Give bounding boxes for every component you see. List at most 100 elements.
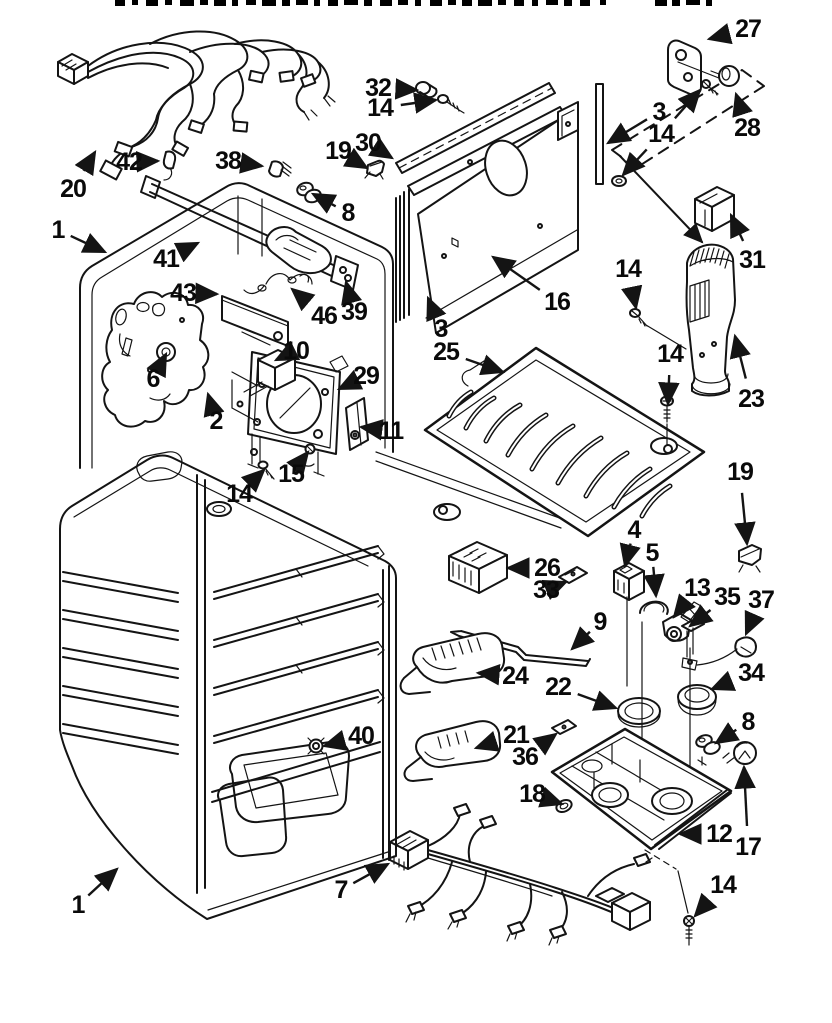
callout-30: 30 bbox=[355, 129, 381, 157]
callout-leader-9 bbox=[570, 626, 596, 651]
callout-12: 12 bbox=[706, 820, 732, 848]
callout-leader-14 bbox=[674, 88, 702, 120]
callout-leader-35 bbox=[688, 604, 714, 628]
callout-leader-6 bbox=[146, 351, 168, 379]
callout-14: 14 bbox=[615, 255, 642, 283]
callout-leader-38 bbox=[239, 152, 265, 174]
callout-leader-1 bbox=[87, 867, 119, 897]
callout-leader-40 bbox=[321, 729, 348, 751]
callout-29: 29 bbox=[353, 362, 379, 390]
callout-16: 16 bbox=[544, 288, 570, 316]
callout-19: 19 bbox=[727, 458, 753, 486]
callout-8: 8 bbox=[742, 708, 756, 736]
cover-23-31-art bbox=[629, 186, 736, 397]
callout-14: 14 bbox=[226, 480, 253, 508]
callout-1: 1 bbox=[72, 891, 86, 919]
callout-2: 2 bbox=[210, 407, 223, 435]
callout-18: 18 bbox=[519, 780, 546, 808]
callout-leader-14 bbox=[621, 148, 648, 177]
callout-1: 1 bbox=[52, 216, 66, 244]
callout-25: 25 bbox=[433, 338, 460, 366]
wiring-harness-top-art bbox=[57, 30, 336, 181]
callout-15: 15 bbox=[278, 460, 305, 488]
callout-leader-31 bbox=[729, 212, 750, 242]
callout-leader-32 bbox=[394, 78, 420, 100]
callout-23: 23 bbox=[738, 385, 764, 413]
callout-leader-19 bbox=[734, 492, 756, 547]
callout-leader-7 bbox=[352, 862, 391, 885]
callout-leader-15 bbox=[286, 450, 310, 476]
callout-leader-39 bbox=[341, 279, 363, 306]
callout-leader-28 bbox=[732, 91, 753, 118]
knob-28 bbox=[718, 65, 740, 87]
cropped-header-text-fragments bbox=[115, 0, 712, 6]
callout-40: 40 bbox=[348, 722, 374, 750]
callout-22: 22 bbox=[545, 673, 571, 701]
mounting-pan-12-art bbox=[550, 727, 733, 946]
liner-lower-art bbox=[59, 451, 397, 920]
callout-32: 32 bbox=[365, 74, 391, 102]
callout-14: 14 bbox=[367, 94, 394, 122]
callout-leader-29 bbox=[336, 369, 364, 391]
callout-8: 8 bbox=[342, 199, 356, 227]
callout-7: 7 bbox=[335, 876, 348, 904]
callout-3: 3 bbox=[653, 98, 666, 126]
callout-leader-20 bbox=[74, 149, 97, 177]
callout-20: 20 bbox=[60, 175, 86, 203]
callout-leader-25 bbox=[465, 354, 506, 376]
callout-leader-36 bbox=[532, 732, 558, 756]
callout-37: 37 bbox=[748, 586, 774, 614]
callout-14: 14 bbox=[657, 340, 684, 368]
callout-26: 26 bbox=[534, 554, 560, 582]
evaporator-panel-art bbox=[395, 83, 604, 334]
callout-46: 46 bbox=[311, 302, 337, 330]
callout-42: 42 bbox=[116, 148, 142, 176]
drain-tray-25-art bbox=[423, 346, 706, 538]
callout-leader-2 bbox=[203, 391, 225, 418]
callout-leader-14 bbox=[621, 284, 643, 311]
callout-leader-14 bbox=[400, 92, 439, 114]
callout-13: 13 bbox=[684, 574, 710, 602]
callout-28: 28 bbox=[734, 114, 761, 142]
callout-leader-13 bbox=[672, 593, 696, 619]
callout-leader-14 bbox=[658, 374, 680, 407]
callout-leader-24 bbox=[475, 663, 501, 686]
callout-17: 17 bbox=[735, 833, 761, 861]
callout-leader-16 bbox=[491, 255, 541, 291]
mounting-plate-27 bbox=[667, 39, 702, 96]
callout-leader-23 bbox=[729, 333, 751, 379]
callout-14: 14 bbox=[648, 120, 675, 148]
callout-leader-4 bbox=[619, 542, 641, 569]
callout-leader-46 bbox=[290, 287, 316, 312]
callout-leader-1 bbox=[70, 233, 108, 254]
callout-leader-8 bbox=[713, 722, 740, 745]
callout-leader-30 bbox=[367, 137, 395, 160]
callout-leader-19 bbox=[342, 147, 370, 170]
wiring-harness-bottom-art bbox=[389, 803, 653, 946]
callout-leader-18 bbox=[538, 786, 565, 808]
callout-leader-8 bbox=[310, 192, 338, 214]
callout-leader-3 bbox=[605, 118, 648, 145]
callout-leader-17 bbox=[734, 764, 756, 827]
callout-41: 41 bbox=[153, 245, 180, 273]
callout-leader-22 bbox=[577, 690, 619, 711]
callout-36: 36 bbox=[512, 743, 538, 771]
callout-31: 31 bbox=[739, 246, 766, 274]
callout-leader-3 bbox=[426, 295, 447, 323]
callout-leader-37 bbox=[744, 609, 765, 637]
callout-5: 5 bbox=[646, 539, 660, 567]
callout-leader-5 bbox=[643, 566, 665, 599]
callout-leader-11 bbox=[358, 419, 384, 441]
callout-24: 24 bbox=[502, 662, 529, 690]
callout-14: 14 bbox=[710, 871, 737, 899]
callout-3: 3 bbox=[435, 315, 448, 343]
callout-39: 39 bbox=[341, 298, 367, 326]
callout-33: 33 bbox=[533, 576, 559, 604]
callout-21: 21 bbox=[503, 721, 530, 749]
callout-10: 10 bbox=[283, 337, 309, 365]
callout-6: 6 bbox=[147, 365, 160, 393]
callout-4: 4 bbox=[628, 516, 642, 544]
